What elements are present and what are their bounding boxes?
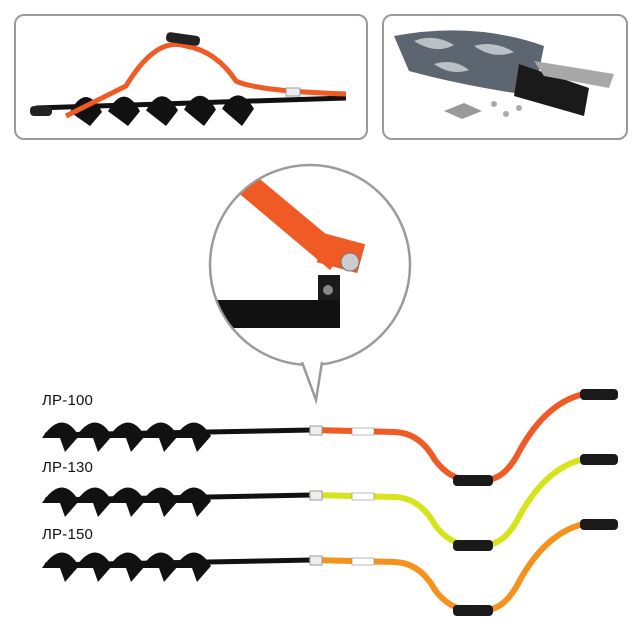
- middle-grip: [453, 605, 493, 616]
- auger-spiral: [174, 552, 211, 582]
- auger-1: [42, 389, 618, 486]
- end-grip: [580, 519, 618, 530]
- auger-3: [42, 519, 618, 616]
- model-label-lr100: ЛР-100: [42, 392, 94, 409]
- auger-spiral: [108, 422, 145, 452]
- auger-spiral: [75, 552, 112, 582]
- accessories-photo: [382, 14, 628, 140]
- hinge: [309, 425, 323, 436]
- auger-spiral: [141, 552, 178, 582]
- label-sticker: [351, 427, 375, 436]
- assembled-auger-drawing: [30, 32, 347, 126]
- assembled-auger-photo: [14, 14, 368, 140]
- hinge: [309, 490, 323, 501]
- auger-2: [42, 454, 618, 551]
- auger-spiral: [141, 487, 178, 517]
- middle-grip: [453, 475, 493, 486]
- handle: [309, 392, 583, 483]
- auger-spiral: [42, 422, 79, 452]
- model-label-lr130: ЛР-130: [42, 459, 94, 476]
- auger-spiral: [42, 487, 79, 517]
- auger-spiral: [174, 487, 211, 517]
- hinge: [309, 555, 323, 566]
- auger-spiral: [174, 422, 211, 452]
- label-sticker: [351, 492, 375, 501]
- label-sticker: [351, 557, 375, 566]
- auger-spiral: [108, 487, 145, 517]
- end-grip: [580, 389, 618, 400]
- hinge-detail-callout: [208, 163, 412, 405]
- auger-spiral: [75, 422, 112, 452]
- auger-spiral: [108, 552, 145, 582]
- auger-spiral: [75, 487, 112, 517]
- auger-spiral: [141, 422, 178, 452]
- end-grip: [580, 454, 618, 465]
- model-label-lr150: ЛР-150: [42, 526, 94, 543]
- hinge-closeup: [211, 175, 366, 328]
- auger-spiral: [42, 552, 79, 582]
- cover-and-blades-drawing: [394, 30, 614, 119]
- middle-grip: [453, 540, 493, 551]
